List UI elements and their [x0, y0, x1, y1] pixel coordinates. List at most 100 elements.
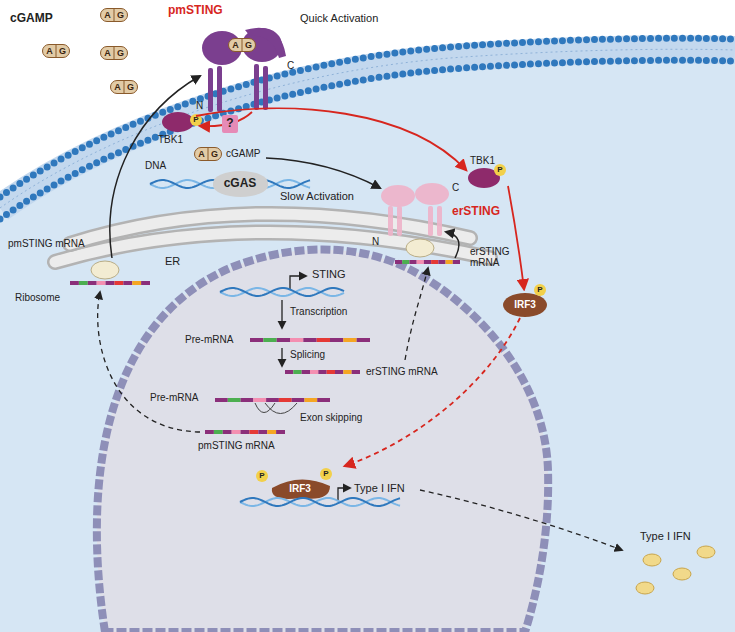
mrna-segment	[97, 281, 106, 285]
mrna-segment	[417, 260, 424, 264]
mrna-segment	[438, 260, 445, 264]
mrna-segment	[276, 430, 285, 434]
mrna-segment	[258, 430, 267, 434]
mrna-segment	[88, 281, 97, 285]
mrna-segment	[263, 338, 276, 342]
text-label: TBK1	[158, 134, 183, 145]
mrna-segment	[285, 370, 293, 374]
cgamp-letter: G	[59, 47, 66, 56]
text-label: P	[323, 470, 328, 478]
cgamp-letter: G	[127, 83, 134, 92]
mrna-segment	[266, 398, 279, 402]
text-label: C	[287, 60, 294, 71]
mrna-segment	[431, 260, 438, 264]
mrna-segment	[304, 398, 317, 402]
cgamp-letter: A	[198, 150, 205, 159]
mrna-segment	[267, 430, 276, 434]
mrna-segment	[253, 398, 266, 402]
mrna-segment	[228, 398, 241, 402]
mrna-segment	[395, 260, 402, 264]
mrna-segment	[352, 370, 360, 374]
mrna-segment	[241, 398, 254, 402]
mrna-segment	[327, 370, 335, 374]
mrna-segment	[292, 398, 305, 402]
cgamp-letter: A	[104, 11, 111, 20]
text-label: Pre-mRNA	[150, 392, 198, 403]
mrna-segment	[317, 398, 330, 402]
text-label: IRF3	[514, 300, 536, 310]
text-label: cGAMP	[10, 12, 53, 25]
mrna-segment	[223, 430, 232, 434]
text-label: P	[259, 472, 264, 480]
text-label: STING	[312, 268, 346, 280]
mrna-segment	[241, 430, 250, 434]
mrna-segment	[310, 370, 318, 374]
mrna-segment	[343, 370, 351, 374]
text-label: cGAMP	[226, 148, 260, 159]
text-label: Type I IFN	[354, 482, 405, 494]
cgamp-letter: G	[211, 150, 218, 159]
text-label: Pre-mRNA	[185, 334, 233, 345]
mrna-segment	[424, 260, 431, 264]
mrna-segment	[409, 260, 416, 264]
mrna-segment	[293, 370, 301, 374]
mrna-segment	[343, 338, 356, 342]
text-label: Type I IFN	[640, 530, 691, 542]
node-text: ?	[226, 117, 233, 130]
mrna-segment	[114, 281, 123, 285]
text-label: Quick Activation	[300, 12, 378, 24]
mrna-segment	[302, 370, 310, 374]
text-label: P	[193, 116, 198, 124]
text-label: Transcription	[290, 306, 347, 317]
text-label: pmSTING mRNA	[8, 238, 85, 249]
mrna-segment	[446, 260, 453, 264]
mrna-segment	[106, 281, 115, 285]
cgamp-letter: A	[232, 41, 239, 50]
mrna-segment	[303, 338, 316, 342]
mrna-segment	[279, 398, 292, 402]
text-label: DNA	[145, 160, 166, 171]
mrna-segment	[317, 338, 330, 342]
mrna-segment	[123, 281, 132, 285]
text-label: N	[196, 100, 203, 111]
cgamp-letter: A	[46, 47, 53, 56]
dna-strand	[220, 288, 344, 296]
mrna-segment	[232, 430, 241, 434]
node-text: cGAS	[224, 177, 257, 190]
text-label: erSTING mRNA	[366, 366, 438, 377]
cgas-blob: cGAS	[213, 171, 268, 197]
dna-strand	[240, 498, 400, 506]
cgamp-letter: A	[114, 83, 121, 92]
mrna-segment	[132, 281, 141, 285]
mrna-segment	[215, 398, 228, 402]
mrna-segment	[402, 260, 409, 264]
mrna-segment	[70, 281, 79, 285]
mrna-segment	[330, 338, 343, 342]
text-label: ER	[165, 255, 180, 267]
cgamp-letter: G	[117, 49, 124, 58]
text-label: erSTING	[452, 205, 500, 218]
text-label: erSTING mRNA	[470, 246, 518, 268]
text-label: Slow Activation	[280, 190, 354, 202]
cgamp-letter: G	[245, 41, 252, 50]
text-label: P	[537, 286, 542, 294]
text-label: Exon skipping	[300, 412, 362, 423]
mrna-segment	[318, 370, 326, 374]
query-box: ?	[222, 115, 238, 133]
mrna-segment	[249, 430, 258, 434]
mrna-segment	[79, 281, 88, 285]
mrna-segment	[205, 430, 214, 434]
mrna-segment	[141, 281, 150, 285]
mrna-segment	[453, 260, 460, 264]
text-label: Ribosome	[15, 292, 60, 303]
mrna-segment	[214, 430, 223, 434]
text-label: IRF3	[289, 484, 311, 494]
mrna-segment	[357, 338, 370, 342]
mrna-segment	[335, 370, 343, 374]
text-label: N	[372, 236, 379, 247]
text-label: Splicing	[290, 349, 325, 360]
text-label: P	[497, 166, 502, 174]
text-label: TBK1	[470, 155, 495, 166]
